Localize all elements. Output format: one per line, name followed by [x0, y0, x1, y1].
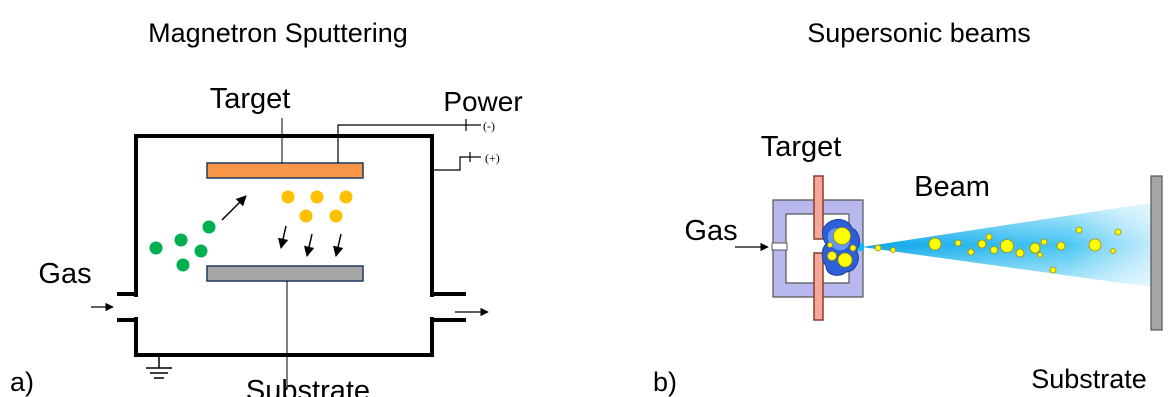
beam-cluster	[977, 239, 987, 249]
gas-label: Gas	[38, 258, 91, 290]
beam-cluster	[967, 248, 975, 256]
substrate-label-beam: Substrate	[1031, 364, 1147, 394]
ground-icon	[146, 355, 172, 379]
cloud-clusters	[827, 227, 857, 268]
power-plus-label: (+)	[485, 151, 500, 165]
gas-atom	[149, 241, 163, 255]
beam-cluster	[990, 246, 998, 254]
panel-label-a: a)	[10, 367, 34, 397]
sputtered-atom	[329, 209, 343, 223]
substrate-plate	[206, 265, 364, 282]
sputtered-atom	[339, 190, 353, 204]
gas-inlet-channel	[771, 242, 788, 251]
gas-atom	[176, 258, 190, 272]
magnetron-sputtering-panel: Magnetron Sputtering Target Power (-) (+…	[10, 18, 523, 397]
beam-cluster	[1000, 239, 1014, 253]
gas-atom	[202, 220, 216, 234]
beam-cluster	[890, 247, 896, 253]
beam-cluster	[954, 239, 962, 247]
beam-cluster	[1056, 241, 1066, 251]
beam-label: Beam	[914, 171, 990, 203]
sputtered-atoms	[281, 190, 353, 223]
panel-label-b: b)	[653, 367, 677, 397]
beam-cluster	[1037, 252, 1043, 258]
target-label-beam: Target	[761, 131, 842, 163]
sputtered-atom	[299, 209, 313, 223]
magnetron-title: Magnetron Sputtering	[148, 18, 408, 48]
beam-cluster	[1088, 238, 1102, 252]
power-label: Power	[443, 86, 522, 117]
beam-cluster	[1029, 242, 1041, 254]
target-plate	[206, 162, 364, 179]
target-rod-lower	[813, 252, 824, 321]
beam-cluster	[1110, 248, 1116, 254]
target-rod-upper	[813, 175, 824, 240]
power-wire-negative	[337, 124, 466, 163]
beam-cluster	[928, 237, 942, 251]
beam-cluster	[1049, 266, 1057, 274]
target-label: Target	[210, 83, 291, 115]
gas-atoms	[149, 220, 216, 272]
source-chamber	[772, 199, 864, 298]
beam-cluster	[1040, 238, 1048, 246]
deposition-arrows	[277, 225, 344, 258]
beam-cluster	[985, 233, 993, 241]
power-wire-positive	[432, 156, 470, 171]
substrate-plate-beam	[1150, 175, 1163, 331]
supersonic-title: Supersonic beams	[807, 18, 1031, 48]
supersonic-beams-panel: Supersonic beams	[653, 18, 1163, 397]
chamber-inlet-port	[117, 292, 138, 355]
power-minus-label: (-)	[483, 119, 495, 133]
beam-clusters	[874, 226, 1122, 274]
sputtered-atom	[281, 190, 295, 204]
ion-trajectory-arrow	[221, 195, 247, 221]
beam-cluster	[874, 244, 882, 252]
beam-cluster	[1015, 248, 1025, 258]
beam-cluster	[1075, 226, 1083, 234]
chamber-outlet-port	[432, 292, 466, 322]
beam-cluster	[1114, 228, 1122, 236]
gas-atom	[174, 233, 188, 247]
sputtered-atom	[310, 190, 324, 204]
substrate-label: Substrate	[246, 375, 370, 397]
gas-label-beam: Gas	[684, 215, 737, 247]
gas-atom	[194, 244, 208, 258]
